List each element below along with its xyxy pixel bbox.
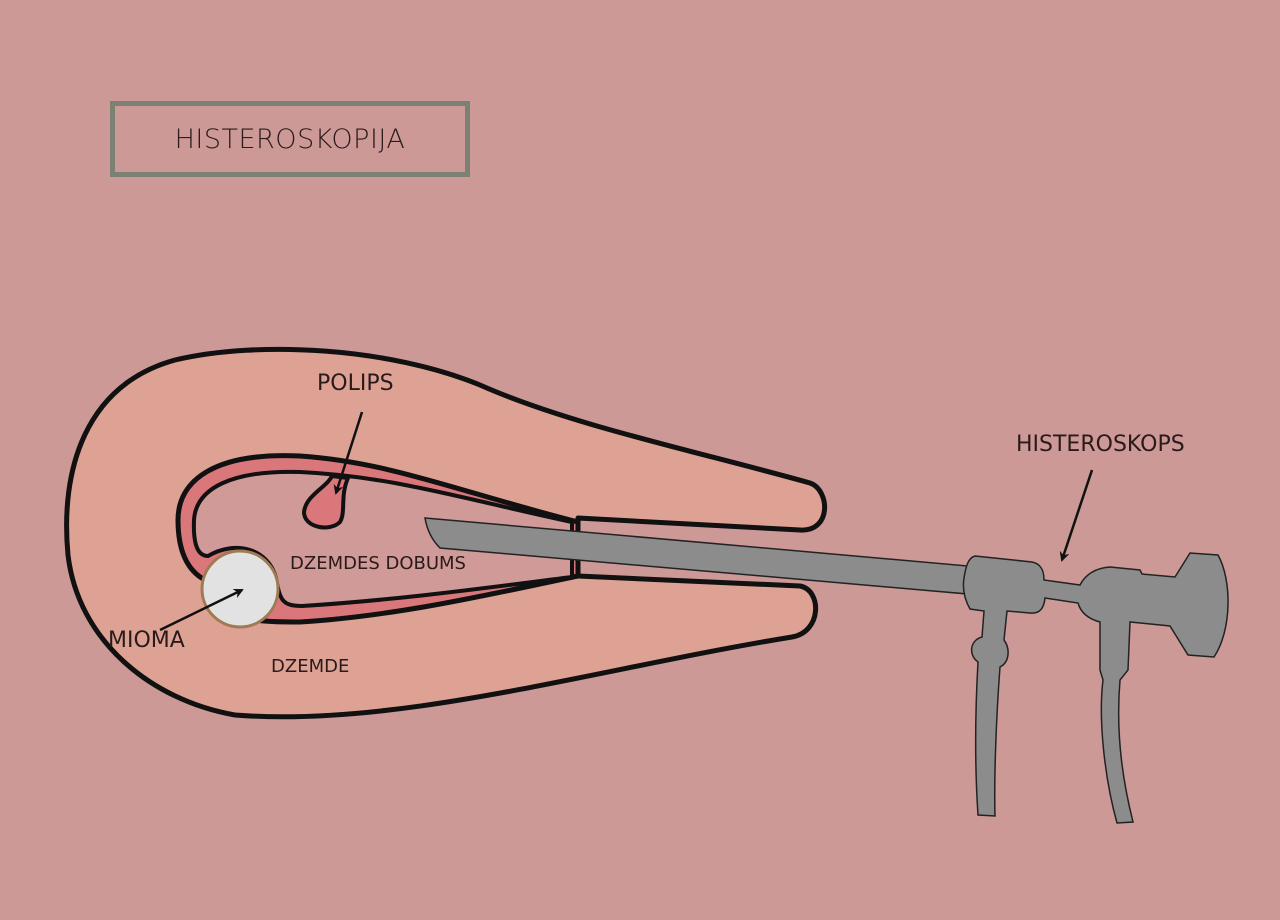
uterine-cavity	[191, 469, 574, 609]
label-myoma: MIOMA	[108, 628, 185, 653]
hysteroscope-pointer-arrow	[1059, 469, 1094, 562]
myoma	[200, 549, 280, 629]
label-cavity: DZEMDES DOBUMS	[290, 553, 466, 574]
title-box: HISTEROSKOPIJA	[110, 101, 470, 177]
label-polyp: POLIPS	[317, 371, 394, 396]
diagram-title: HISTEROSKOPIJA	[174, 123, 406, 155]
polyp-pointer-arrow	[333, 411, 364, 495]
hysteroscope	[424, 517, 1229, 824]
label-uterus: DZEMDE	[271, 656, 350, 677]
myoma-pointer-arrow	[159, 588, 244, 632]
label-hysteroscope: HISTEROSKOPS	[1016, 432, 1185, 457]
